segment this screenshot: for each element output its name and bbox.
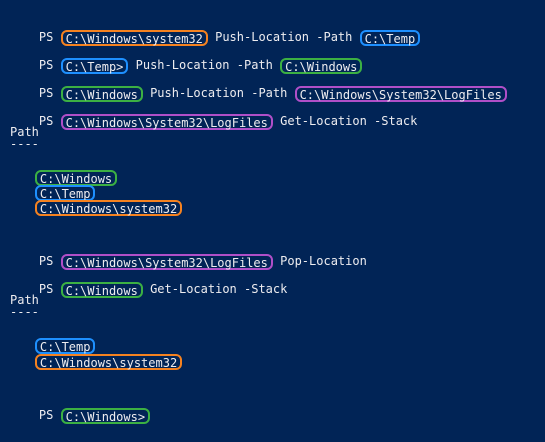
output-underline: ---- xyxy=(10,305,39,319)
stack-item-blue: C:\Temp xyxy=(34,337,96,354)
command-line-5: PS C:\Windows\System32\LogFiles Pop-Loca… xyxy=(10,234,367,270)
arg-highlight-purple: C:\Windows\System32\LogFiles xyxy=(294,85,507,102)
current-prompt[interactable]: PS C:\Windows> xyxy=(10,388,151,424)
ps-prompt: PS xyxy=(38,58,61,72)
output-header: Path xyxy=(10,293,39,307)
stack-item-orange: C:\Windows\system32 xyxy=(34,199,183,216)
command-text: Push-Location -Path xyxy=(207,30,360,44)
output-underline: ---- xyxy=(10,137,39,151)
path-highlight-green: C:\Windows xyxy=(60,85,143,102)
ps-prompt: PS xyxy=(38,282,61,296)
path-highlight-purple: C:\Windows\System32\LogFiles xyxy=(60,253,273,270)
command-line-4: PS C:\Windows\System32\LogFiles Get-Loca… xyxy=(10,94,417,130)
command-line-6: PS C:\Windows Get-Location -Stack xyxy=(10,262,287,298)
ps-prompt: PS xyxy=(38,114,61,128)
command-line-1: PS C:\Windows\system32 Push-Location -Pa… xyxy=(10,10,421,46)
command-text: Push-Location -Path xyxy=(128,58,281,72)
path-highlight-green: C:\Windows xyxy=(60,281,143,298)
command-text: Push-Location -Path xyxy=(142,86,295,100)
command-text: Get-Location -Stack xyxy=(272,114,418,128)
command-text: Pop-Location xyxy=(272,254,367,268)
command-text: Get-Location -Stack xyxy=(142,282,288,296)
output-header: Path xyxy=(10,125,39,139)
ps-prompt: PS xyxy=(38,30,61,44)
powershell-console[interactable]: PS C:\Windows\system32 Push-Location -Pa… xyxy=(0,0,545,424)
stack-entry: C:\Windows\system32 xyxy=(6,180,183,216)
path-highlight-orange: C:\Windows\system32 xyxy=(60,29,208,46)
stack-entry: C:\Temp xyxy=(6,318,96,354)
stack-entry: C:\Windows\system32 xyxy=(6,334,183,370)
ps-prompt: PS xyxy=(38,408,61,422)
stack-item-orange: C:\Windows\system32 xyxy=(34,353,183,370)
command-line-3: PS C:\Windows Push-Location -Path C:\Win… xyxy=(10,66,507,102)
ps-prompt: PS xyxy=(38,254,61,268)
arg-highlight-green: C:\Windows xyxy=(280,57,363,74)
command-line-2: PS C:\Temp> Push-Location -Path C:\Windo… xyxy=(10,38,363,74)
path-highlight-blue: C:\Temp> xyxy=(60,57,129,74)
arg-highlight-blue: C:\Temp xyxy=(359,29,421,46)
path-highlight-purple: C:\Windows\System32\LogFiles xyxy=(60,113,273,130)
ps-prompt: PS xyxy=(38,86,61,100)
